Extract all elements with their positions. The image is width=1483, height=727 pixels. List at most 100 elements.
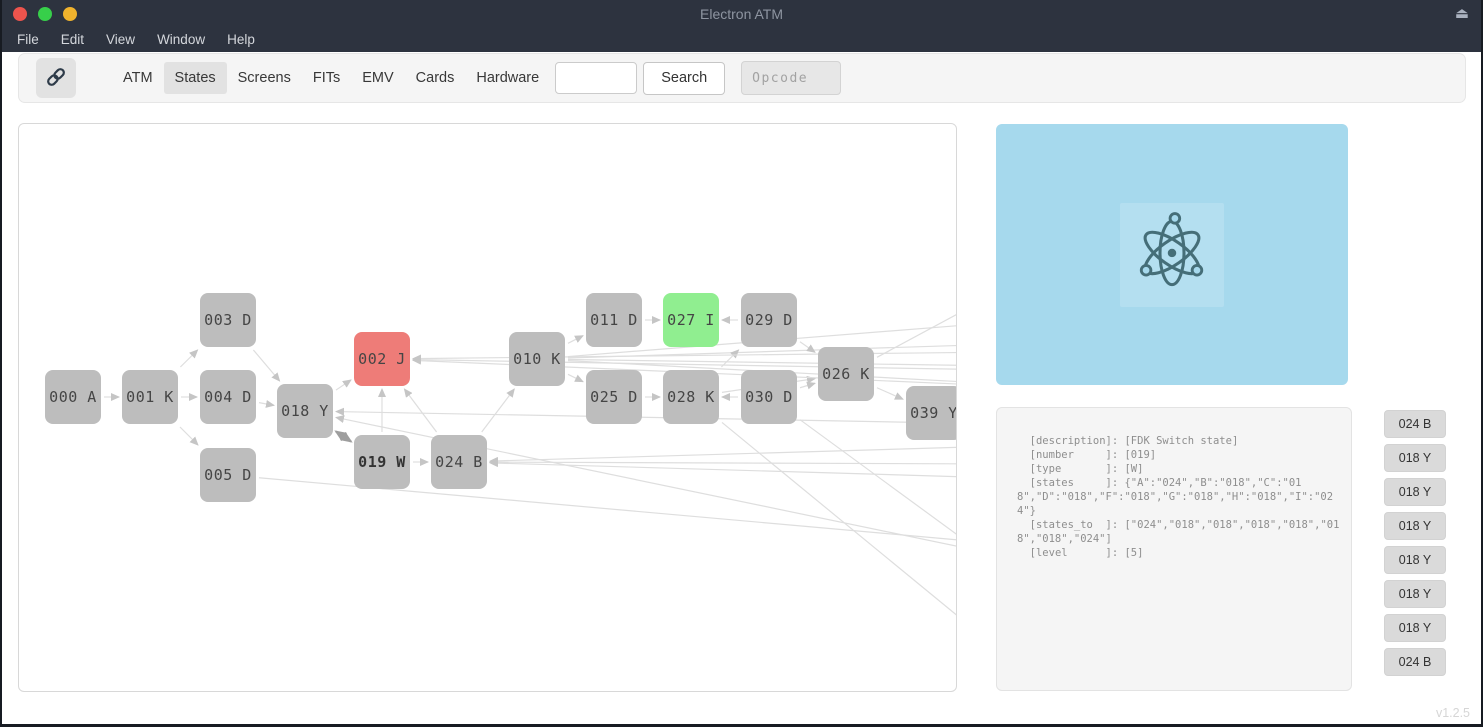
svg-text:001 K: 001 K <box>126 388 174 406</box>
graph-node-004D[interactable]: 004 D <box>200 370 256 424</box>
svg-text:024 B: 024 B <box>435 453 483 471</box>
states-to-button-018-Y[interactable]: 018 Y <box>1384 444 1446 472</box>
graph-node-003D[interactable]: 003 D <box>200 293 256 347</box>
graph-edge <box>720 349 740 368</box>
tab-emv[interactable]: EMV <box>362 70 394 86</box>
graph-node-027I[interactable]: 027 I <box>663 293 719 347</box>
svg-text:025 D: 025 D <box>590 388 638 406</box>
tab-hardware[interactable]: Hardware <box>476 70 540 86</box>
state-graph-panel: 000 A 001 K 003 D 004 D 005 D 018 Y 002 J 019 W… <box>18 123 957 692</box>
graph-edge <box>179 349 199 368</box>
graph-node-005D[interactable]: 005 D <box>200 448 256 502</box>
title-bar: Electron ATM ⏏ File Edit View Window Help <box>0 0 1483 52</box>
opcode-input <box>741 61 842 95</box>
menu-item-view[interactable]: View <box>106 32 136 47</box>
graph-node-010K[interactable]: 010 K <box>509 332 565 386</box>
graph-node-025D[interactable]: 025 D <box>586 370 642 424</box>
graph-edge <box>876 387 904 400</box>
graph-edge <box>335 415 956 547</box>
tab-fits[interactable]: FITs <box>312 70 341 86</box>
graph-edge <box>799 381 816 390</box>
graph-edge <box>179 426 199 446</box>
graph-node-002J[interactable]: 002 J <box>354 332 410 386</box>
graph-node-028K[interactable]: 028 K <box>663 370 719 424</box>
graph-node-024B[interactable]: 024 B <box>431 435 487 489</box>
menu-bar: File Edit View Window Help <box>8 28 266 51</box>
menu-item-edit[interactable]: Edit <box>60 32 85 47</box>
graph-node-000A[interactable]: 000 A <box>45 370 101 424</box>
states-to-button-018-Y[interactable]: 018 Y <box>1384 512 1446 540</box>
graph-node-019W[interactable]: 019 W <box>354 435 410 489</box>
states-to-button-024-B[interactable]: 024 B <box>1384 410 1446 438</box>
tab-states[interactable]: States <box>163 62 227 94</box>
graph-node-039Y[interactable]: 039 Y <box>906 386 956 440</box>
menu-item-file[interactable]: File <box>17 32 39 47</box>
graph-node-029D[interactable]: 029 D <box>741 293 797 347</box>
menu-item-help[interactable]: Help <box>227 32 255 47</box>
minimize-window-button[interactable] <box>63 7 77 21</box>
graph-edge <box>721 421 956 616</box>
graph-node-018Y[interactable]: 018 Y <box>277 384 333 438</box>
graph-node-030D[interactable]: 030 D <box>741 370 797 424</box>
graph-edge <box>481 388 515 433</box>
graph-edge <box>489 446 956 465</box>
graph-edge <box>334 430 353 443</box>
graph-edge <box>335 379 352 391</box>
graph-edge <box>567 373 584 383</box>
states-to-button-018-Y[interactable]: 018 Y <box>1384 580 1446 608</box>
tab-atm[interactable]: ATM <box>123 70 153 86</box>
state-details-panel: [description]: [FDK Switch state] [numbe… <box>996 407 1352 691</box>
maximize-window-button[interactable] <box>38 7 52 21</box>
electron-logo-icon <box>1124 204 1220 305</box>
states-to-button-018-Y[interactable]: 018 Y <box>1384 614 1446 642</box>
svg-text:011 D: 011 D <box>590 311 638 329</box>
graph-edge <box>403 388 438 433</box>
graph-edge <box>252 349 281 382</box>
graph-edge <box>799 419 956 535</box>
traffic-lights <box>13 7 77 21</box>
search-input[interactable] <box>555 62 638 94</box>
tab-screens[interactable]: Screens <box>237 70 291 86</box>
state-details-text: [description]: [FDK Switch state] [numbe… <box>1017 435 1340 559</box>
close-window-button[interactable] <box>13 7 27 21</box>
electron-logo-square <box>1120 202 1224 307</box>
svg-text:003 D: 003 D <box>204 311 252 329</box>
svg-text:028 K: 028 K <box>667 388 715 406</box>
states-to-column: 024 B 018 Y 018 Y 018 Y 018 Y 018 Y 018 Y 024 B <box>1384 410 1446 676</box>
eject-icon[interactable]: ⏏ <box>1454 5 1469 22</box>
states-to-button-024-B[interactable]: 024 B <box>1384 648 1446 676</box>
graph-node-026K[interactable]: 026 K <box>818 347 874 401</box>
screen-preview-panel <box>996 124 1348 385</box>
menu-item-window[interactable]: Window <box>157 32 206 47</box>
graph-edge <box>489 458 956 467</box>
chain-link-icon <box>45 66 67 91</box>
svg-text:005 D: 005 D <box>204 466 252 484</box>
link-button[interactable] <box>36 58 76 98</box>
svg-text:030 D: 030 D <box>745 388 793 406</box>
graph-edge <box>489 459 956 478</box>
states-to-button-018-Y[interactable]: 018 Y <box>1384 546 1446 574</box>
tab-cards[interactable]: Cards <box>415 70 455 86</box>
svg-text:010 K: 010 K <box>513 350 561 368</box>
version-label: v1.2.5 <box>1435 706 1470 720</box>
graph-edge <box>258 399 275 408</box>
window-title: Electron ATM <box>700 6 783 22</box>
svg-text:026 K: 026 K <box>822 365 870 383</box>
svg-text:018 Y: 018 Y <box>281 402 329 420</box>
tab-bar: ATM States Screens FITs EMV Cards Hardware <box>112 62 550 94</box>
graph-edge <box>567 335 584 344</box>
svg-text:019 W: 019 W <box>358 453 406 471</box>
svg-text:000 A: 000 A <box>49 388 97 406</box>
toolbar: ATM States Screens FITs EMV Cards Hardware Sea… <box>18 53 1466 103</box>
graph-edge <box>412 351 956 363</box>
svg-text:002 J: 002 J <box>358 350 406 368</box>
states-to-button-018-Y[interactable]: 018 Y <box>1384 478 1446 506</box>
graph-edge <box>567 358 956 366</box>
search-button[interactable]: Search <box>643 61 726 95</box>
graph-node-011D[interactable]: 011 D <box>586 293 642 347</box>
graph-edge <box>799 341 816 353</box>
state-graph: 000 A 001 K 003 D 004 D 005 D 018 Y 002 J 019 W… <box>45 293 956 616</box>
graph-node-001K[interactable]: 001 K <box>122 370 178 424</box>
svg-text:027 I: 027 I <box>667 311 715 329</box>
svg-text:029 D: 029 D <box>745 311 793 329</box>
